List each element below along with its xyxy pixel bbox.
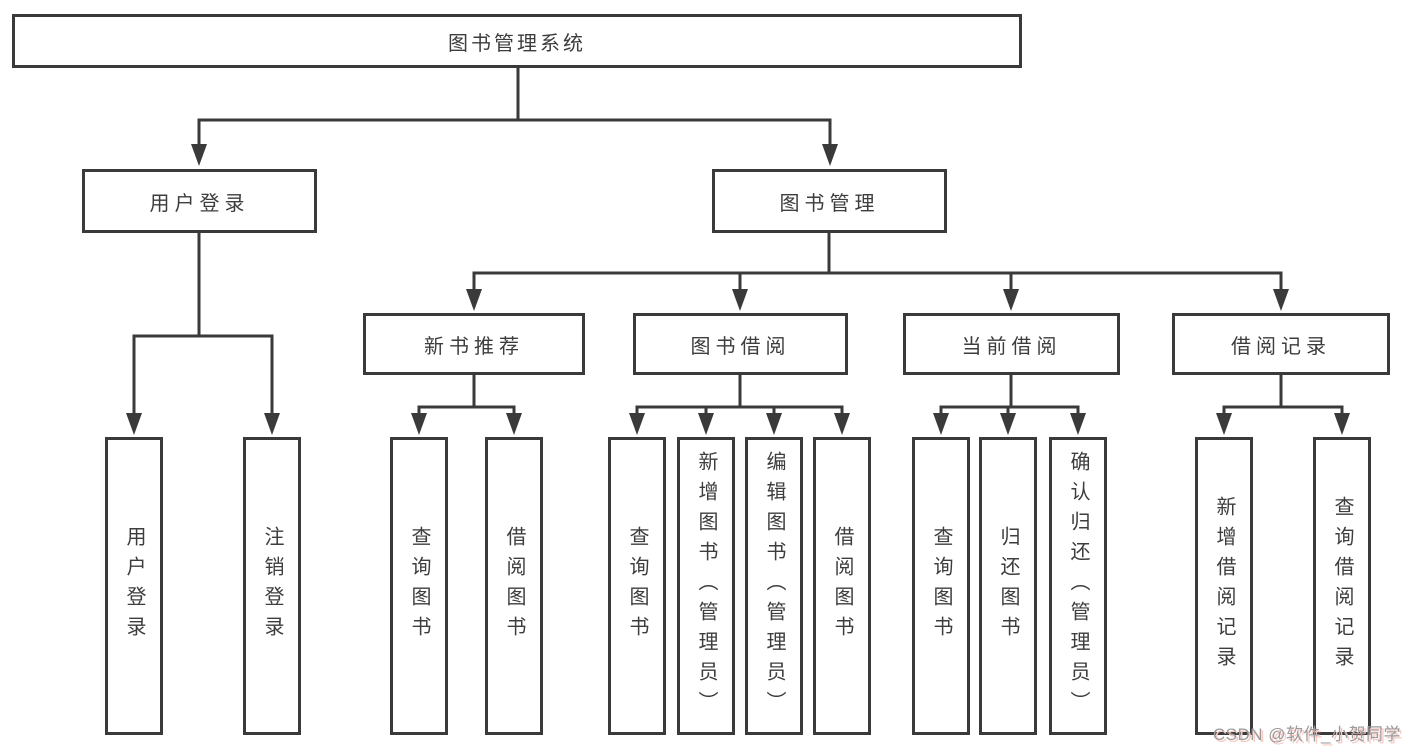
leaf-user-login-label: 用户登录	[123, 526, 145, 646]
leaf-bb-query-books: 查询图书	[608, 437, 666, 735]
leaf-logout: 注销登录	[243, 437, 301, 735]
node-book-management: 图书管理	[712, 169, 947, 233]
node-new-book-recommendation: 新书推荐	[363, 313, 585, 375]
leaf-bb-borrow-books-label: 借阅图书	[831, 526, 853, 646]
node-book-management-label: 图书管理	[779, 192, 880, 215]
node-book-borrowing-label: 图书借阅	[690, 335, 791, 358]
node-borrowing-records-label: 借阅记录	[1231, 335, 1331, 358]
leaf-bb-query-books-label: 查询图书	[626, 526, 648, 646]
connector-root-to-level2	[191, 65, 838, 166]
node-borrowing-records: 借阅记录	[1172, 313, 1390, 375]
connector-userlogin-to-leaves	[126, 231, 280, 435]
leaf-user-login: 用户登录	[105, 437, 163, 735]
leaf-br-query-record-label: 查询借阅记录	[1331, 496, 1353, 676]
leaf-cb-return-books-label: 归还图书	[997, 526, 1019, 646]
leaf-logout-label: 注销登录	[261, 526, 283, 646]
node-book-borrowing: 图书借阅	[633, 313, 848, 375]
node-user-login-label: 用户登录	[149, 192, 250, 215]
leaf-cb-return-books: 归还图书	[979, 437, 1037, 735]
connector-bookborrow-to-leaves	[629, 373, 850, 435]
leaf-nbr-query-books: 查询图书	[390, 437, 448, 735]
leaf-br-query-record: 查询借阅记录	[1313, 437, 1371, 735]
node-current-borrowing-label: 当前借阅	[961, 335, 1062, 358]
node-new-book-recommendation-label: 新书推荐	[424, 335, 524, 358]
node-current-borrowing: 当前借阅	[903, 313, 1120, 375]
leaf-bb-edit-books-label: 编辑图书（管理员）	[763, 451, 785, 721]
leaf-bb-borrow-books: 借阅图书	[813, 437, 871, 735]
leaf-bb-edit-books: 编辑图书（管理员）	[745, 437, 803, 735]
connector-borrowrecords-to-leaves	[1216, 373, 1350, 435]
leaf-cb-confirm-return-label: 确认归还（管理员）	[1067, 451, 1089, 721]
leaf-bb-add-books: 新增图书（管理员）	[677, 437, 735, 735]
connector-bookmgmt-to-level3	[466, 231, 1289, 311]
leaf-nbr-query-books-label: 查询图书	[408, 526, 430, 646]
csdn-watermark: CSDN @软件_小贺同学	[1212, 725, 1401, 744]
connector-newbookrec-to-leaves	[411, 373, 522, 435]
leaf-cb-confirm-return: 确认归还（管理员）	[1049, 437, 1107, 735]
leaf-br-add-record: 新增借阅记录	[1195, 437, 1253, 735]
node-root-label: 图书管理系统	[448, 32, 586, 55]
leaf-br-add-record-label: 新增借阅记录	[1213, 496, 1235, 676]
node-root: 图书管理系统	[12, 14, 1022, 68]
leaf-nbr-borrow-books: 借阅图书	[485, 437, 543, 735]
leaf-cb-query-books-label: 查询图书	[930, 526, 952, 646]
leaf-nbr-borrow-books-label: 借阅图书	[503, 526, 525, 646]
leaf-bb-add-books-label: 新增图书（管理员）	[695, 451, 717, 721]
connector-currentborrow-to-leaves	[933, 373, 1086, 435]
leaf-cb-query-books: 查询图书	[912, 437, 970, 735]
node-user-login: 用户登录	[82, 169, 317, 233]
